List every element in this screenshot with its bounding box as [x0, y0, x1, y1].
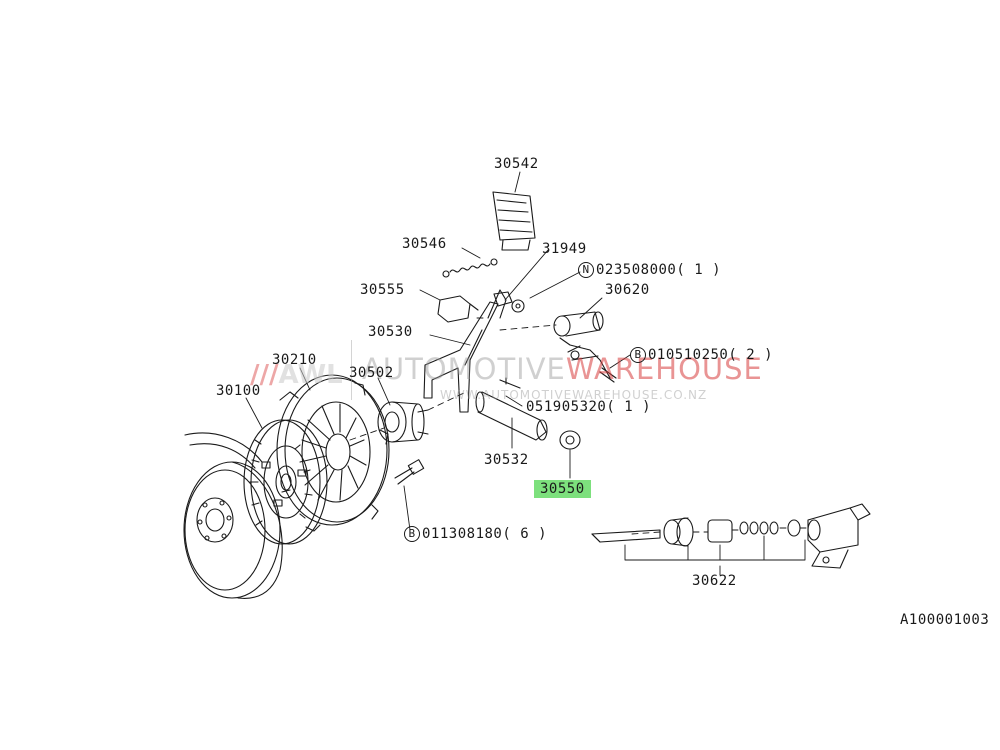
part-label-30550-highlighted[interactable]: 30550: [534, 480, 591, 498]
cylinder-kit-drawing: [591, 503, 871, 569]
bolt-drawing: [394, 459, 425, 485]
spring-drawing: [442, 258, 498, 278]
assembly-lines: [349, 317, 809, 535]
b-prefix-icon: B: [630, 347, 646, 363]
figure-code: A100001003: [900, 612, 990, 628]
part-label-30622[interactable]: 30622: [692, 573, 737, 589]
pivot-drawing: [475, 377, 548, 441]
leader-lines: [245, 171, 806, 576]
part-label-30530[interactable]: 30530: [368, 324, 413, 340]
part-label-30546[interactable]: 30546: [402, 236, 447, 252]
b-prefix-icon: B: [404, 526, 420, 542]
pressure-plate-drawing: [276, 374, 390, 532]
clip-30550-drawing: [559, 430, 581, 450]
flywheel-drawing: [183, 432, 283, 599]
part-label-30210[interactable]: 30210: [272, 352, 317, 368]
watermark-divider: [351, 340, 352, 400]
operating-cylinder-drawing: [553, 311, 617, 383]
part-label-30100[interactable]: 30100: [216, 383, 261, 399]
release-fork-drawing: [423, 289, 507, 413]
nut-drawing: [511, 299, 525, 313]
boot-drawing: [492, 191, 536, 251]
n-prefix-icon: N: [578, 262, 594, 278]
part-label-30502[interactable]: 30502: [349, 365, 394, 381]
part-label-30542[interactable]: 30542: [494, 156, 539, 172]
part-label-30555[interactable]: 30555: [360, 282, 405, 298]
part-label-30620[interactable]: 30620: [605, 282, 650, 298]
part-label-30532[interactable]: 30532: [484, 452, 529, 468]
fastener-label-051905320[interactable]: 051905320( 1 ): [526, 399, 652, 415]
release-bearing-drawing: [377, 401, 429, 443]
pad-drawing: [437, 295, 479, 323]
part-label-31949[interactable]: 31949: [542, 241, 587, 257]
clip-drawing: [493, 291, 513, 307]
